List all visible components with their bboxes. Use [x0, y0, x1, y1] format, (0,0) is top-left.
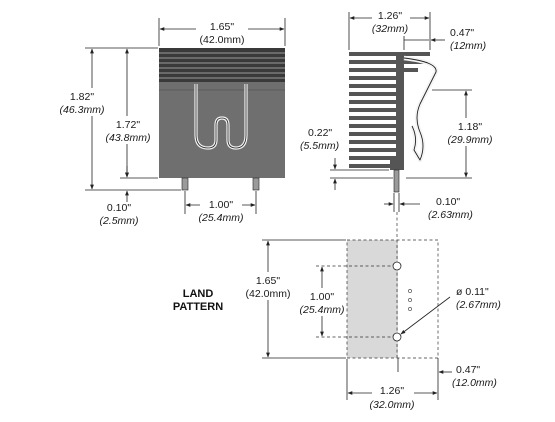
side-dimensions: 1.26" (32mm) 0.47" (12mm) 1.18" (29.9mm)… — [300, 8, 496, 221]
front-pin-right — [252, 177, 260, 191]
land-title-line2: PATTERN — [173, 301, 223, 313]
side-pin-offset-in: 0.10" — [436, 196, 460, 208]
land-pin-spacing-mm: (25.4mm) — [300, 304, 345, 316]
land-width-mm: (32.0mm) — [370, 399, 415, 411]
side-width-mm: (32mm) — [372, 23, 408, 35]
land-title-line1: LAND — [183, 288, 214, 300]
front-height-mm: (46.3mm) — [60, 104, 105, 116]
side-clip — [403, 55, 439, 163]
side-width-in: 1.26" — [378, 10, 402, 22]
side-fins-left — [349, 52, 396, 168]
land-pin-spacing-in: 1.00" — [310, 291, 334, 303]
land-width-in: 1.26" — [380, 385, 404, 397]
land-height-mm: (42.0mm) — [246, 288, 291, 300]
front-fin-band — [159, 48, 285, 82]
land-outline — [346, 239, 439, 359]
front-body-height-in: 1.72" — [116, 119, 140, 131]
front-width-in: 1.65" — [210, 21, 234, 33]
side-base-mm: (5.5mm) — [300, 140, 339, 152]
front-dimensions: 1.65" (42.0mm) 1.82" (46.3mm) 1.72" (43.… — [58, 18, 286, 227]
front-body-height-mm: (43.8mm) — [106, 132, 151, 144]
land-height-in: 1.65" — [256, 275, 280, 287]
front-pin-spacing-mm: (25.4mm) — [199, 212, 244, 224]
front-body — [159, 82, 285, 178]
side-clip-mm: (12mm) — [450, 40, 486, 52]
land-pattern: LAND PATTERN — [173, 212, 439, 359]
land-dot-2 — [408, 298, 412, 302]
front-height-in: 1.82" — [70, 91, 94, 103]
side-view — [349, 52, 439, 193]
land-dot-1 — [408, 289, 412, 293]
land-right-mm: (12.0mm) — [452, 377, 497, 389]
side-clip-height-in: 1.18" — [458, 121, 482, 133]
side-spine — [396, 52, 404, 170]
land-dimensions: 1.65" (42.0mm) 1.00" (25.4mm) ø 0.11" (2… — [244, 239, 501, 411]
side-clip-height-mm: (29.9mm) — [448, 134, 493, 146]
front-view — [159, 48, 285, 191]
land-right-in: 0.47" — [456, 364, 480, 376]
front-pin-spacing-in: 1.00" — [209, 199, 233, 211]
side-base-in: 0.22" — [308, 127, 332, 139]
front-pin-left — [181, 177, 189, 191]
front-pin-length-in: 0.10" — [107, 202, 131, 214]
side-pin-offset-mm: (2.63mm) — [428, 209, 473, 221]
side-fins-right — [404, 52, 430, 72]
front-pin-length-mm: (2.5mm) — [99, 215, 138, 227]
land-hole-bottom — [392, 332, 402, 342]
side-clip-in: 0.47" — [450, 27, 474, 39]
land-shade — [347, 240, 398, 358]
land-hole-top — [392, 261, 402, 271]
land-hole-dia-in: ø 0.11" — [456, 286, 489, 298]
side-pin — [393, 169, 400, 193]
side-base — [390, 160, 404, 170]
land-hole-dia-mm: (2.67mm) — [456, 299, 501, 311]
front-width-mm: (42.0mm) — [200, 34, 245, 46]
land-dot-3 — [408, 307, 412, 311]
